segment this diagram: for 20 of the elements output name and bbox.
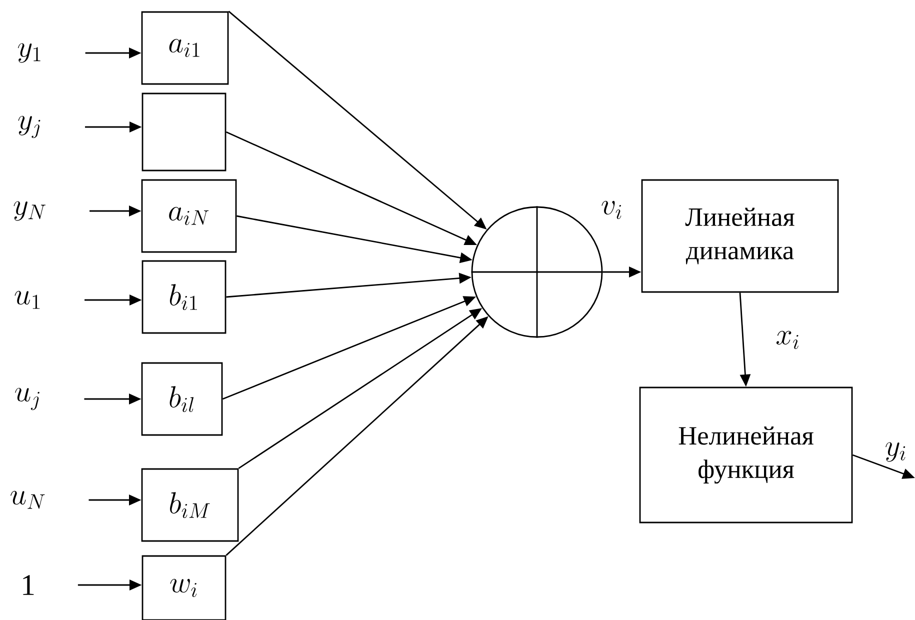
input-label: $y_{j}$ — [18, 116, 40, 138]
summing-junction — [471, 206, 603, 338]
input-label: $y_{N}$ — [14, 201, 46, 221]
input-label: $u_{j}$ — [15, 388, 40, 410]
weight-box: $w_{i}$ — [142, 555, 226, 620]
block-box: Линейная динамика — [641, 179, 839, 293]
weight-box: $a_{i1}$ — [141, 11, 229, 85]
edge-label: $x_{i}$ — [774, 329, 802, 351]
edge-label: $v_{i}$ — [599, 199, 625, 221]
edge-label: $y_{i}$ — [883, 440, 909, 464]
input-label: 1 — [23, 575, 34, 595]
input-label: $y_{1}$ — [18, 43, 40, 63]
weight-box: $b_{il}$ — [141, 362, 223, 436]
block-box: Нелинейная функция — [639, 386, 853, 524]
input-label: $u_{N}$ — [10, 490, 45, 509]
weight-box: $a_{iN}$ — [141, 179, 237, 253]
weight-box: $b_{i1}$ — [142, 260, 226, 334]
weight-box — [142, 92, 226, 172]
input-label: $u_{1}$ — [14, 290, 40, 309]
weight-box: $b_{iM}$ — [141, 468, 239, 542]
